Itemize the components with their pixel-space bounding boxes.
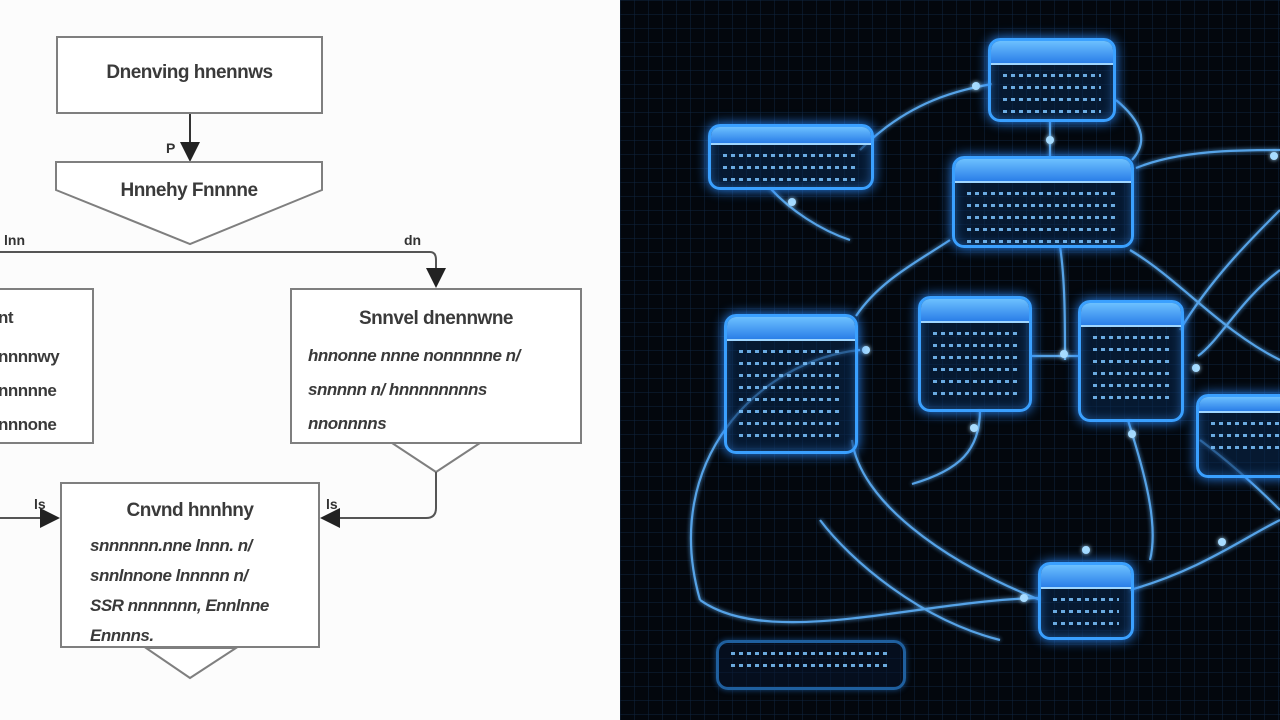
flow-box-start: Dnenving hnennws [56,36,323,114]
network-node-bottom [1038,562,1134,640]
flow-box-left-line-1: nnnnwy [0,347,60,366]
flow-box-right-title: Snnvel dnennwne [358,308,514,329]
network-node-bottom-left [716,640,906,690]
network-node-left [724,314,858,454]
network-node-middle-right [1078,300,1184,422]
flow-box-right-line-3: nnonnnns [308,414,387,433]
box5-pointer [142,647,240,680]
network-node-markers [788,82,1278,602]
arrow-to-box3 [426,251,446,288]
decision-title: Hnnehy Fnnnne [120,180,258,201]
flow-box-right-line-1: hnnonne nnne nonnnnne n/ [308,346,520,365]
network-node-right [1196,394,1280,478]
network-node-middle-left [918,296,1032,412]
flow-box-right-line-2: snnnnn n/ hnnnnnnnns [308,380,487,399]
network-node-center [952,156,1134,248]
flow-box-bottom-line-2: snnlnnone lnnnnn n/ [90,566,248,585]
flow-box-left-title: nt [0,308,14,327]
flow-box-left: nt nnnnwy nnnnne nnnone [0,288,94,444]
network-node-upper-left [708,124,874,190]
flow-box-bottom-line-3: SSR nnnnnnn, Ennlnne [90,596,269,615]
network-node-top [988,38,1116,122]
arrow-label-2: lnn [4,232,25,248]
flow-box-bottom-line-1: snnnnnn.nne lnnn. n/ [90,536,252,555]
arrow-label-5: ls [326,496,338,512]
box3-pointer [388,442,484,474]
flow-box-left-line-2: nnnnne [0,381,57,400]
flow-box-start-title: Dnenving hnennws [106,62,273,83]
flowchart-connectors [0,114,484,680]
flow-box-left-line-3: nnnone [0,415,57,434]
network-panel [620,0,1280,720]
flow-box-bottom-line-4: Ennnns. [90,626,154,645]
decision-shape [55,161,323,246]
flowchart-panel: Dnenving hnennws Hnnehy Fnnnne nt nnnnwy… [0,0,620,720]
arrow-label-3: dn [404,232,422,248]
flow-box-bottom-title: Cnvnd hnnhny [126,500,254,521]
arrow-label-1: P [166,140,176,156]
flow-box-right: Snnvel dnennwne hnnonne nnne nonnnnne n/… [290,288,582,444]
arrow-to-box5 [320,472,437,528]
flow-box-bottom: Cnvnd hnnhny snnnnnn.nne lnnn. n/ snnlnn… [60,482,320,648]
arrow-label-4: ls [34,496,46,512]
